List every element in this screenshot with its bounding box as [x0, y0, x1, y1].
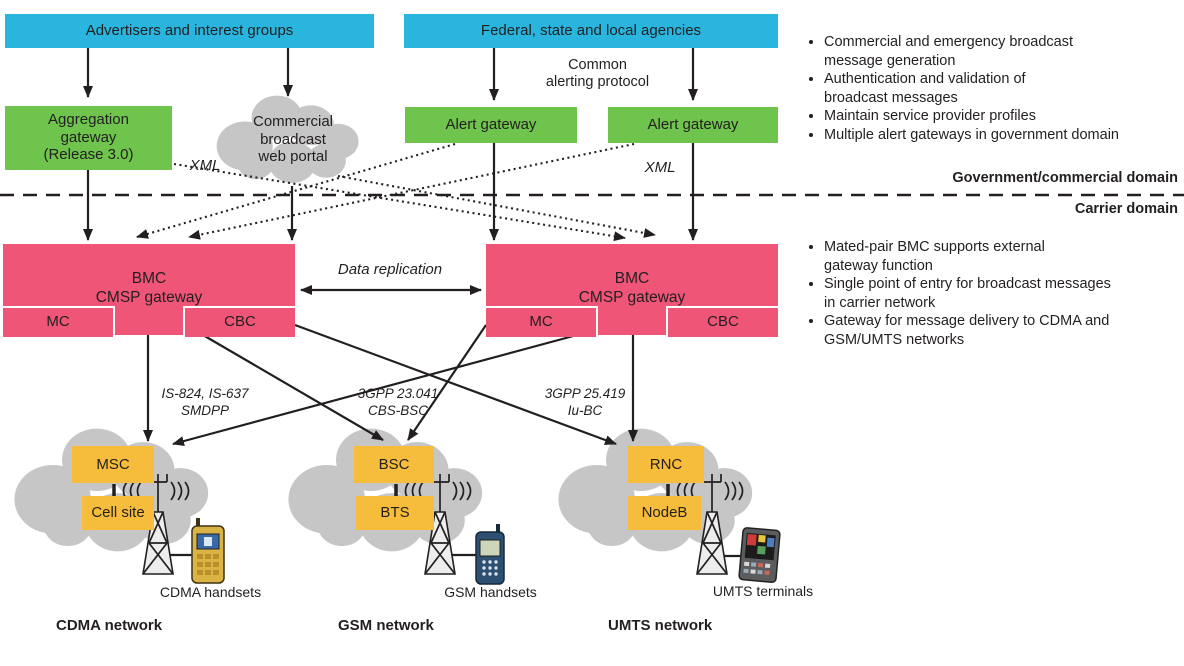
cdma-handset-illustration — [191, 518, 225, 584]
bmc-left-box: BMC CMSP gateway MC CBC — [3, 244, 295, 337]
cdma-handsets-label: CDMA handsets — [159, 584, 262, 600]
umts-terminals-label: UMTS terminals — [712, 583, 814, 599]
bullet-item: Gateway for message delivery to CDMA and… — [824, 312, 1184, 349]
bmc-left-cbc-box: CBC — [183, 306, 295, 337]
bullet-item: Maintain service provider profiles — [824, 107, 1184, 126]
alert-gateway-1-box: Alert gateway — [405, 107, 577, 143]
bmc-left-mc-box: MC — [3, 306, 115, 337]
common-alerting-protocol-label: Common alerting protocol — [545, 57, 650, 90]
bts-box: BTS — [356, 496, 434, 530]
umts-terminal-illustration — [738, 527, 781, 583]
web-portal-label: Commercial broadcast web portal — [252, 113, 333, 165]
bsc-box: BSC — [354, 446, 434, 483]
bmc-left-title: BMC CMSP gateway — [95, 270, 203, 306]
bmc-right-box: BMC CMSP gateway MC CBC — [486, 244, 778, 337]
cell-site-box: Cell site — [82, 496, 154, 530]
bmc-right-title: BMC CMSP gateway — [578, 270, 686, 306]
alert-gateway-2-box: Alert gateway — [608, 107, 778, 143]
flow-arrows — [83, 48, 698, 446]
bullet-item: Single point of entry for broadcast mess… — [824, 275, 1184, 312]
umts-network-label: UMTS network — [608, 617, 713, 634]
gsm-network-label: GSM network — [338, 617, 434, 634]
xml-dotted-arrows — [136, 142, 656, 242]
cdma-protocol-label: IS-824, IS-637 SMDPP — [161, 386, 249, 418]
umts-protocol-label: 3GPP 25.419 Iu-BC — [544, 386, 626, 418]
bullet-item: Commercial and emergency broadcast messa… — [824, 33, 1184, 70]
bullet-item: Authentication and validation of broadca… — [824, 70, 1184, 107]
gsm-protocol-label: 3GPP 23.041 CBS-BSC — [357, 386, 439, 418]
carrier-annotations: Mated-pair BMC supports external gateway… — [792, 238, 1184, 350]
bullet-item: Mated-pair BMC supports external gateway… — [824, 238, 1184, 275]
xml-label-left: XML — [189, 157, 221, 174]
nodeb-box: NodeB — [628, 496, 701, 530]
government-annotations: Commercial and emergency broadcast messa… — [792, 33, 1184, 145]
carrier-bullet-list: Mated-pair BMC supports external gateway… — [792, 238, 1184, 350]
agencies-box: Federal, state and local agencies — [404, 14, 778, 48]
bullet-item: Multiple alert gateways in government do… — [824, 126, 1184, 145]
carrier-domain-label: Carrier domain — [1074, 201, 1178, 217]
government-domain-label: Government/commercial domain — [952, 170, 1178, 186]
aggregation-gateway-box: Aggregation gateway (Release 3.0) — [5, 106, 172, 170]
gsm-handset-illustration — [475, 524, 505, 585]
bmc-right-cbc-box: CBC — [666, 306, 778, 337]
gsm-handsets-label: GSM handsets — [444, 584, 537, 600]
cdma-network-label: CDMA network — [56, 617, 163, 634]
bmc-right-mc-box: MC — [486, 306, 598, 337]
rnc-box: RNC — [628, 446, 704, 483]
data-replication-label: Data replication — [337, 261, 443, 278]
government-bullet-list: Commercial and emergency broadcast messa… — [792, 33, 1184, 145]
xml-label-right: XML — [644, 159, 676, 176]
msc-box: MSC — [72, 446, 154, 483]
advertisers-box: Advertisers and interest groups — [5, 14, 374, 48]
